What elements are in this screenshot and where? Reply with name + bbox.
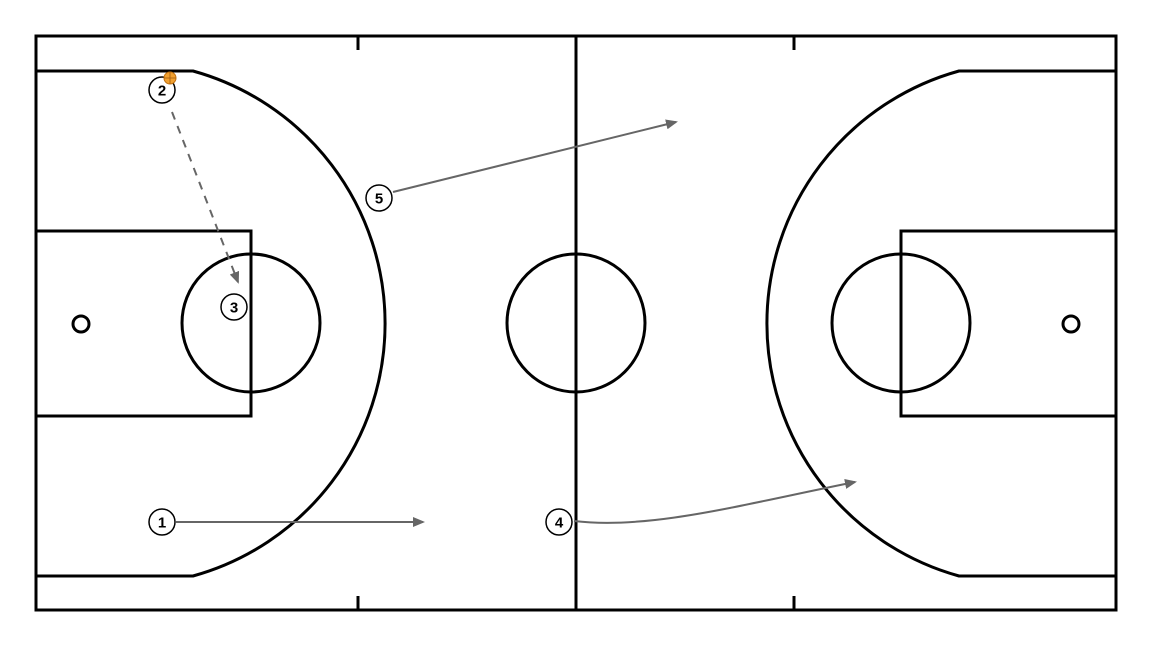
movement-arrow-player-5 <box>392 119 678 193</box>
right-basket <box>1061 314 1081 334</box>
player-4[interactable]: 4 <box>545 508 573 536</box>
right-three-point-line <box>765 69 1116 578</box>
player-label: 3 <box>230 300 238 317</box>
pass-arrow-2-to-3 <box>171 111 240 284</box>
right-free-throw-circle <box>830 252 972 394</box>
player-label: 5 <box>375 191 383 208</box>
player-marker <box>148 508 176 536</box>
player-5[interactable]: 5 <box>365 184 393 212</box>
left-basket <box>71 314 91 334</box>
player-marker <box>220 293 248 321</box>
player-label: 2 <box>158 83 166 100</box>
player-1[interactable]: 1 <box>148 508 176 536</box>
movement-arrow-player-4 <box>573 479 857 524</box>
player-3[interactable]: 3 <box>220 293 248 321</box>
left-three-point-line <box>36 69 387 578</box>
player-marker <box>365 184 393 212</box>
basketball-icon <box>163 71 177 85</box>
player-label: 4 <box>555 515 564 532</box>
center-circle <box>505 252 647 394</box>
player-marker <box>545 508 573 536</box>
left-key <box>34 229 253 418</box>
left-free-throw-circle <box>180 252 322 394</box>
player-label: 1 <box>158 515 166 532</box>
right-key <box>899 229 1118 418</box>
